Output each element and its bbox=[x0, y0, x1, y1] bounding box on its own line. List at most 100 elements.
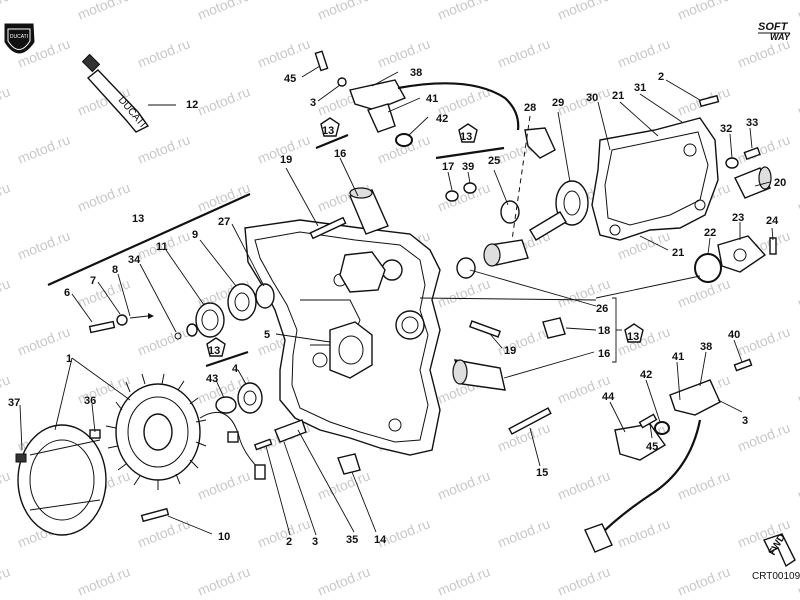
callout-36: 36 bbox=[84, 395, 96, 407]
watermark-text: motod.ru bbox=[375, 35, 432, 71]
callout-45: 45 bbox=[284, 73, 296, 85]
callout-21: 21 bbox=[612, 90, 624, 102]
callout-33: 33 bbox=[746, 117, 758, 129]
callout-43: 43 bbox=[206, 373, 218, 385]
watermark-text: motod.ru bbox=[435, 467, 492, 503]
watermark-text: motod.ru bbox=[555, 0, 612, 23]
callout-28: 28 bbox=[524, 102, 536, 114]
callout-29: 29 bbox=[552, 97, 564, 109]
watermark-text: motod.ru bbox=[195, 563, 252, 599]
group-lines bbox=[47, 133, 622, 368]
bushes-center bbox=[309, 182, 566, 475]
callout-3: 3 bbox=[310, 97, 316, 109]
watermark-text: motod.ru bbox=[615, 323, 672, 359]
watermark-text: motod.ru bbox=[555, 467, 612, 503]
generator-cover bbox=[244, 219, 441, 456]
callout-21: 21 bbox=[672, 247, 684, 259]
callout-2: 2 bbox=[658, 71, 664, 83]
callout-19: 19 bbox=[280, 154, 292, 166]
callout-39: 39 bbox=[462, 161, 474, 173]
logo-text: DUCATI bbox=[10, 34, 28, 40]
callout-31: 31 bbox=[634, 82, 646, 94]
callout-13: 13 bbox=[627, 331, 639, 343]
watermark-text: motod.ru bbox=[0, 275, 12, 311]
watermark-text: motod.ru bbox=[315, 563, 372, 599]
water-pump bbox=[529, 94, 777, 283]
watermark-text: motod.ru bbox=[735, 323, 792, 359]
watermark-text: motod.ru bbox=[615, 35, 672, 71]
watermark-text: motod.ru bbox=[255, 515, 312, 551]
pickup-sensor-bottom bbox=[584, 358, 753, 553]
brand-top: SOFT bbox=[758, 21, 789, 33]
callout-41: 41 bbox=[426, 93, 438, 105]
fwd-arrow-icon: FWD bbox=[763, 532, 796, 568]
watermark-text: motod.ru bbox=[135, 131, 192, 167]
watermark-text: motod.ru bbox=[375, 131, 432, 167]
watermark-text: motod.ru bbox=[795, 467, 800, 503]
callout-19: 19 bbox=[504, 345, 516, 357]
rotor-flywheel bbox=[15, 424, 170, 536]
callout-42: 42 bbox=[436, 113, 448, 125]
watermark-text: motod.ru bbox=[495, 515, 552, 551]
callout-4: 4 bbox=[232, 363, 239, 375]
stator bbox=[105, 373, 266, 490]
watermark-text: motod.ru bbox=[0, 563, 12, 599]
callout-45: 45 bbox=[646, 441, 658, 453]
watermark-text: motod.ru bbox=[435, 275, 492, 311]
callout-13: 13 bbox=[460, 131, 472, 143]
watermark-text: motod.ru bbox=[195, 83, 252, 119]
watermark-text: motod.ru bbox=[795, 0, 800, 23]
callout-13: 13 bbox=[132, 213, 144, 225]
softway-brand: SOFT WAY bbox=[758, 21, 791, 42]
callout-3: 3 bbox=[312, 536, 318, 548]
callout-16: 16 bbox=[598, 348, 610, 360]
callout-38: 38 bbox=[410, 67, 422, 79]
watermark-text: motod.ru bbox=[675, 467, 732, 503]
watermark-text: motod.ru bbox=[135, 323, 192, 359]
watermark-text: motod.ru bbox=[735, 131, 792, 167]
watermark-text: motod.ru bbox=[0, 83, 12, 119]
watermark-text: motod.ru bbox=[795, 179, 800, 215]
watermark-text: motod.ru bbox=[195, 467, 252, 503]
callout-13: 13 bbox=[208, 345, 220, 357]
watermark-text: motod.ru bbox=[675, 563, 732, 599]
watermark-text: motod.ru bbox=[75, 0, 132, 23]
callout-18: 18 bbox=[598, 325, 610, 337]
watermark-text: motod.ru bbox=[0, 0, 12, 23]
callout-40: 40 bbox=[728, 329, 740, 341]
callout-10: 10 bbox=[218, 531, 230, 543]
callout-8: 8 bbox=[112, 264, 118, 276]
drawing-code: CRT00109 bbox=[752, 571, 800, 582]
callout-16: 16 bbox=[334, 148, 346, 160]
watermark-text: motod.ru bbox=[15, 131, 72, 167]
bracket-parts bbox=[253, 419, 307, 451]
watermark-text: motod.ru bbox=[75, 563, 132, 599]
callout-5: 5 bbox=[264, 329, 270, 341]
callout-9: 9 bbox=[192, 229, 198, 241]
callout-labels: 45 3 38 41 42 12 13 13 16 19 17 39 25 28… bbox=[8, 67, 786, 548]
callout-42: 42 bbox=[640, 369, 652, 381]
callout-11: 11 bbox=[156, 241, 168, 253]
callout-6: 6 bbox=[64, 287, 70, 299]
pickup-sensor-top bbox=[314, 50, 556, 159]
callout-3: 3 bbox=[742, 415, 748, 427]
callout-35: 35 bbox=[346, 534, 358, 546]
watermark-text: motod.ru bbox=[615, 515, 672, 551]
watermark-text: motod.ru bbox=[135, 35, 192, 71]
callout-32: 32 bbox=[720, 123, 732, 135]
callout-38: 38 bbox=[700, 341, 712, 353]
callout-23: 23 bbox=[732, 212, 744, 224]
callout-15: 15 bbox=[536, 467, 548, 479]
callout-34: 34 bbox=[128, 254, 141, 266]
callout-26: 26 bbox=[596, 303, 608, 315]
callout-14: 14 bbox=[374, 534, 387, 546]
callout-1: 1 bbox=[66, 353, 72, 365]
watermark-text: motod.ru bbox=[555, 563, 612, 599]
watermark-text: motod.ru bbox=[0, 467, 12, 503]
watermark-text: motod.ru bbox=[435, 0, 492, 23]
watermark-text: motod.ru bbox=[15, 227, 72, 263]
callout-25: 25 bbox=[488, 155, 500, 167]
callout-37: 37 bbox=[8, 397, 20, 409]
watermark-text: motod.ru bbox=[795, 371, 800, 407]
